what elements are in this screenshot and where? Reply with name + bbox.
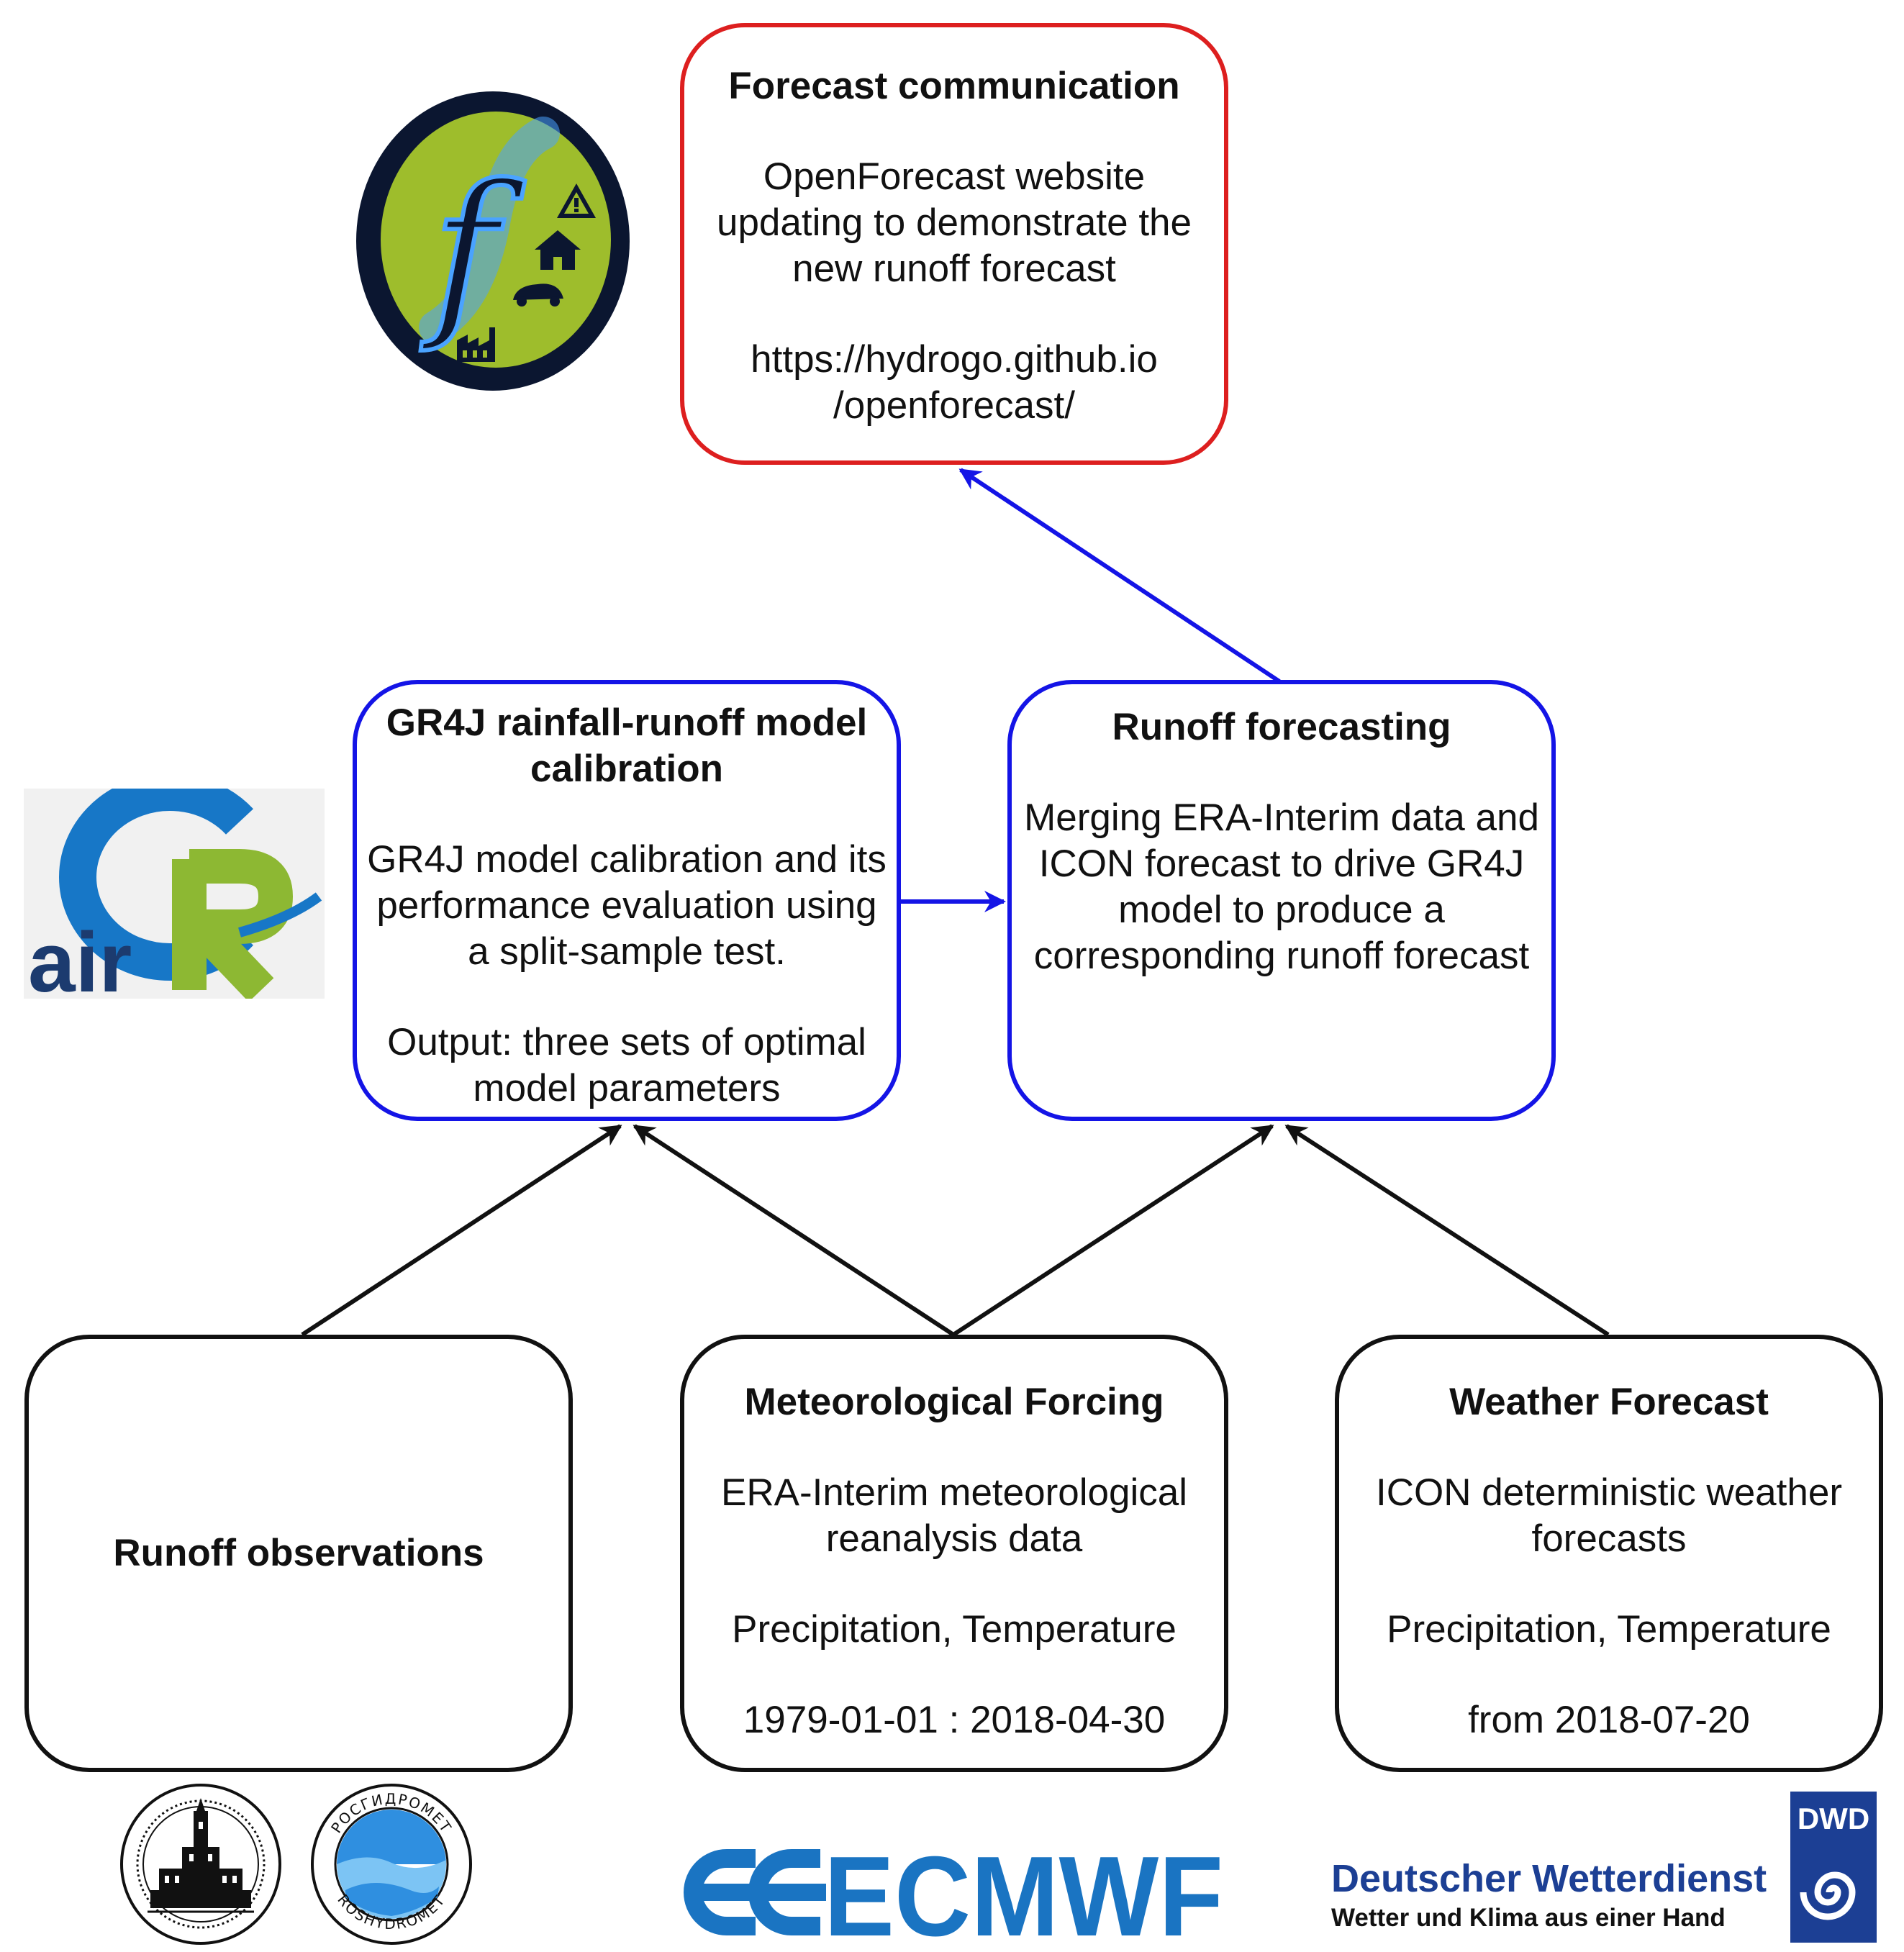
forecasting-line: model to produce a xyxy=(1118,889,1445,931)
dwd-badge: DWD xyxy=(1790,1792,1877,1943)
calibration-title-line: GR4J rainfall-runoff model xyxy=(386,702,868,744)
weather-period: from 2018-07-20 xyxy=(1468,1699,1750,1741)
dwd-badge-text: DWD xyxy=(1798,1802,1869,1835)
forcing-line: reanalysis data xyxy=(825,1517,1083,1560)
airgr-logo: air xyxy=(24,789,325,999)
ecmwf-text: ECMWF xyxy=(824,1842,1223,1943)
openforecast-url-line[interactable]: /openforecast/ xyxy=(833,384,1075,427)
dwd-name: Deutscher Wetterdienst xyxy=(1331,1857,1767,1900)
arrow-observations-to-calibration xyxy=(301,1124,622,1337)
weather-line: forecasts xyxy=(1531,1517,1687,1560)
meteorological-forcing-box: Meteorological Forcing ERA-Interim meteo… xyxy=(680,1335,1228,1772)
dwd-logo: Deutscher Wetterdienst Wetter und Klima … xyxy=(1331,1792,1885,1946)
runoff-observations-box: Runoff observations xyxy=(24,1335,573,1772)
airgr-text: air xyxy=(28,915,132,999)
car-icon xyxy=(513,283,563,307)
forecast-communication-title: Forecast communication xyxy=(728,65,1180,107)
runoff-forecasting-title: Runoff forecasting xyxy=(1112,706,1451,748)
runoff-observations-title: Runoff observations xyxy=(113,1532,484,1574)
forcing-variables: Precipitation, Temperature xyxy=(732,1608,1177,1651)
calibration-line: performance evaluation using xyxy=(376,884,877,927)
warning-icon xyxy=(557,183,596,218)
calibration-line: a split-sample test. xyxy=(468,930,786,973)
factory-icon xyxy=(457,327,495,362)
communication-line: new runoff forecast xyxy=(792,248,1116,290)
weather-line: ICON deterministic weather xyxy=(1376,1471,1842,1514)
calibration-output-line: model parameters xyxy=(473,1067,781,1109)
ecmwf-logo: ECMWF xyxy=(684,1842,1223,1943)
forecasting-line: Merging ERA-Interim data and xyxy=(1024,796,1539,839)
forcing-line: ERA-Interim meteorological xyxy=(720,1471,1187,1514)
weather-forecast-box: Weather Forecast ICON deterministic weat… xyxy=(1335,1335,1883,1772)
communication-line: OpenForecast website xyxy=(763,155,1146,198)
runoff-forecasting-box: Runoff forecasting Merging ERA-Interim d… xyxy=(1007,680,1556,1121)
forecasting-line: corresponding runoff forecast xyxy=(1033,935,1530,977)
weather-forecast-title: Weather Forecast xyxy=(1449,1381,1769,1423)
weather-variables: Precipitation, Temperature xyxy=(1387,1608,1831,1651)
spiral-icon xyxy=(1800,1871,1856,1920)
arrow-forcing-to-forecasting xyxy=(952,1124,1274,1337)
house-icon xyxy=(535,230,581,270)
forecast-communication-box: Forecast communication OpenForecast webs… xyxy=(680,23,1228,465)
dwd-tagline: Wetter und Klima aus einer Hand xyxy=(1331,1904,1726,1932)
forcing-period: 1979-01-01 : 2018-04-30 xyxy=(743,1699,1166,1741)
meteorological-forcing-title: Meteorological Forcing xyxy=(744,1381,1164,1423)
arrow-weather-to-forecasting xyxy=(1284,1124,1610,1337)
roshydromet-logo: РОСГИДРОМЕТ ROSHYDROMET xyxy=(311,1784,472,1945)
arrow-forecasting-to-communication xyxy=(958,468,1281,684)
forecasting-line: ICON forecast to drive GR4J xyxy=(1038,843,1525,885)
openforecast-url-line[interactable]: https://hydrogo.github.io xyxy=(751,338,1158,381)
communication-line: updating to demonstrate the xyxy=(716,201,1192,244)
calibration-output-line: Output: three sets of optimal xyxy=(387,1021,866,1063)
calibration-line: GR4J model calibration and its xyxy=(367,838,887,881)
gr4j-calibration-box: GR4J rainfall-runoff model calibration G… xyxy=(353,680,901,1121)
msu-emblem-logo xyxy=(120,1784,281,1945)
calibration-title-line: calibration xyxy=(530,748,723,790)
arrow-forcing-to-calibration xyxy=(633,1124,955,1337)
openforecast-logo: f xyxy=(356,91,630,391)
